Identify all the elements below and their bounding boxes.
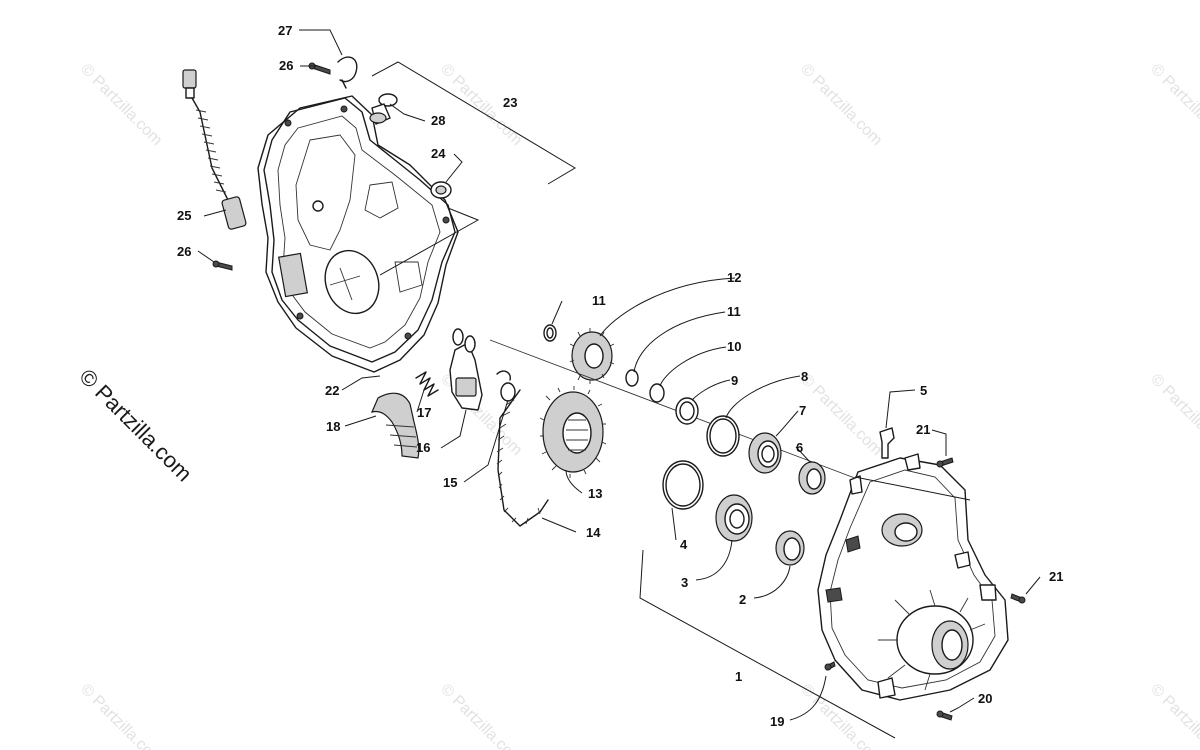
callout-13: 13 [588, 486, 602, 501]
speed-sensor-cable [182, 69, 247, 230]
chain-tensioner-parts [370, 328, 516, 459]
circlip-11b [625, 369, 639, 387]
watermark-faint: © Partzilla.com [1147, 61, 1200, 149]
callout-28: 28 [431, 113, 445, 128]
cover-plug [369, 93, 398, 125]
watermark-faint: © Partzilla.com [77, 681, 165, 750]
callout-21b: 21 [1049, 569, 1063, 584]
cable-clamp [308, 56, 358, 89]
assembly-axis [489, 339, 861, 481]
inner-case [817, 453, 1009, 701]
callout-17: 17 [417, 405, 431, 420]
watermark-brand: © Partzilla.com [74, 364, 197, 487]
callout-2: 2 [739, 592, 746, 607]
callout-27: 27 [278, 23, 292, 38]
callout-21a: 21 [916, 422, 930, 437]
vent-fitting [879, 427, 895, 459]
callout-5: 5 [920, 383, 927, 398]
leader-lines [197, 29, 1041, 739]
bearings-and-seals [715, 432, 826, 566]
case-bolts [824, 457, 1026, 721]
callout-19: 19 [770, 714, 784, 729]
callout-10: 10 [727, 339, 741, 354]
callout-8: 8 [801, 369, 808, 384]
callout-11b: 11 [727, 304, 741, 319]
callout-labels-main: 1234567891011111213141516171819202121222… [177, 23, 1063, 729]
callout-11a: 11 [592, 293, 606, 308]
callout-18: 18 [326, 419, 340, 434]
watermark-faint: © Partzilla.com [797, 371, 885, 459]
watermark-faint: © Partzilla.com [77, 61, 165, 149]
rings-and-washers [625, 369, 740, 510]
tensioner-spring [415, 371, 439, 397]
callout-16: 16 [416, 440, 430, 455]
callout-1: 1 [735, 669, 742, 684]
drive-chain [496, 389, 549, 527]
callout-3: 3 [681, 575, 688, 590]
watermark-faint: © Partzilla.com [1147, 371, 1200, 459]
washer-10 [649, 383, 665, 403]
callout-22: 22 [325, 383, 339, 398]
callout-26b: 26 [177, 244, 191, 259]
callout-7: 7 [799, 403, 806, 418]
gear-set [539, 324, 615, 478]
callout-6: 6 [796, 440, 803, 455]
callout-25: 25 [177, 208, 191, 223]
callout-20: 20 [978, 691, 992, 706]
callout-23: 23 [503, 95, 517, 110]
cover-gasket [257, 95, 459, 373]
outer-cover-assembly [257, 95, 459, 373]
callout-9: 9 [731, 373, 738, 388]
callout-14: 14 [586, 525, 601, 540]
callout-15: 15 [443, 475, 457, 490]
watermark-faint: © Partzilla.com [437, 681, 525, 750]
watermark-faint: © Partzilla.com [1147, 681, 1200, 750]
outer-cover [263, 97, 456, 363]
callout-26a: 26 [279, 58, 293, 73]
watermark-faint: © Partzilla.com [797, 61, 885, 149]
callout-12: 12 [727, 270, 741, 285]
callout-4: 4 [680, 537, 688, 552]
background-watermarks: © Partzilla.com © Partzilla.com © Partzi… [77, 61, 1200, 750]
callout-24: 24 [431, 146, 446, 161]
